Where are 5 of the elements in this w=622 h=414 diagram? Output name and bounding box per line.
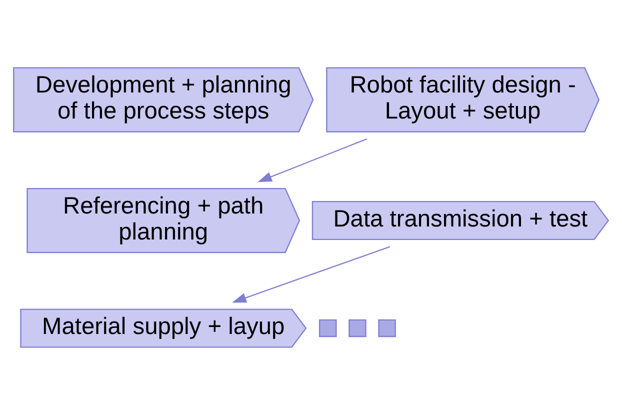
node-box [318, 318, 337, 337]
node-box [378, 318, 396, 337]
arrow [232, 246, 390, 302]
node-box [348, 318, 366, 337]
arrow [258, 138, 368, 182]
